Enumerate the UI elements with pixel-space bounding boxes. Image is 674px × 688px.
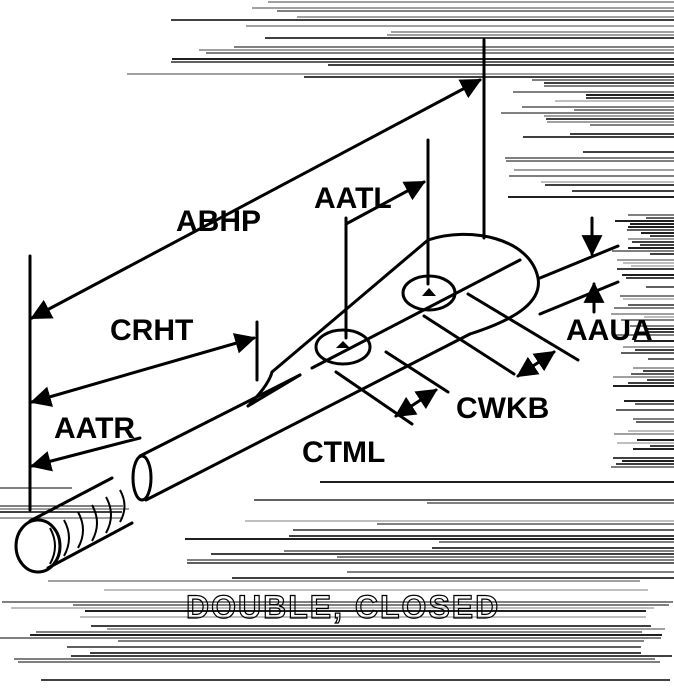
dim-label-aatl: AATL bbox=[314, 182, 392, 215]
dim-label-ctml: CTML bbox=[302, 436, 385, 469]
diagram-caption: DOUBLE, CLOSED bbox=[186, 589, 500, 625]
plate bbox=[270, 232, 540, 374]
threaded-rod bbox=[14, 476, 134, 574]
dim-label-aatr: AATR bbox=[54, 412, 135, 445]
dimension-lines bbox=[28, 38, 620, 512]
dim-label-aaua: AAUA bbox=[566, 314, 653, 347]
dim-label-abhp: ABHP bbox=[176, 205, 261, 238]
dim-label-cwkb: CWKB bbox=[456, 392, 549, 425]
dim-label-crht: CRHT bbox=[110, 314, 193, 347]
